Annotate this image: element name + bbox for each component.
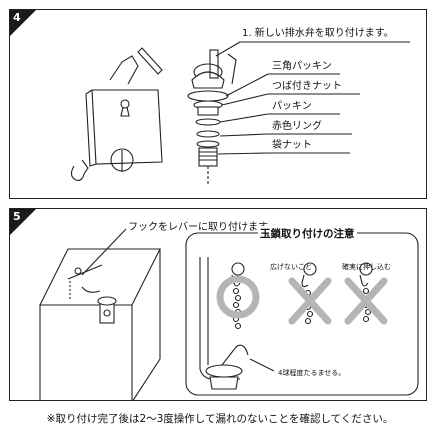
step-5-panel: 5: [9, 208, 427, 401]
caution-slack-note: 4球程度たるませる。: [278, 369, 346, 377]
step-5-instruction: フックをレバーに取り付けます。: [128, 222, 277, 233]
caution-push-firmly: 確実に押し込む: [342, 263, 391, 271]
step-5-badge: [10, 209, 37, 236]
part-label-cap-nut: 袋ナット: [272, 140, 312, 151]
part-label-triangle-packing: 三角パッキン: [272, 61, 332, 72]
step-4-panel: 4: [9, 9, 427, 199]
caution-do-not-spread: 広げないこと: [270, 263, 312, 271]
step-4-illustration: [70, 41, 410, 186]
step-4-instruction: 1. 新しい排水弁を取り付けます。: [242, 28, 394, 39]
part-label-packing: パッキン: [272, 101, 312, 112]
step-5-number: 5: [13, 210, 21, 223]
part-label-red-ring: 赤色リング: [272, 121, 322, 132]
step-5-illustration: [39, 228, 419, 400]
footer-note: ※取り付け完了後は2〜3度操作して漏れのないことを確認してください。: [46, 413, 394, 425]
step-4-badge: [10, 10, 37, 37]
step-4-number: 4: [13, 11, 21, 24]
chain-caution-title: 玉鎖取り付けの注意: [258, 226, 357, 241]
part-label-flanged-nut: つば付きナット: [272, 81, 342, 92]
